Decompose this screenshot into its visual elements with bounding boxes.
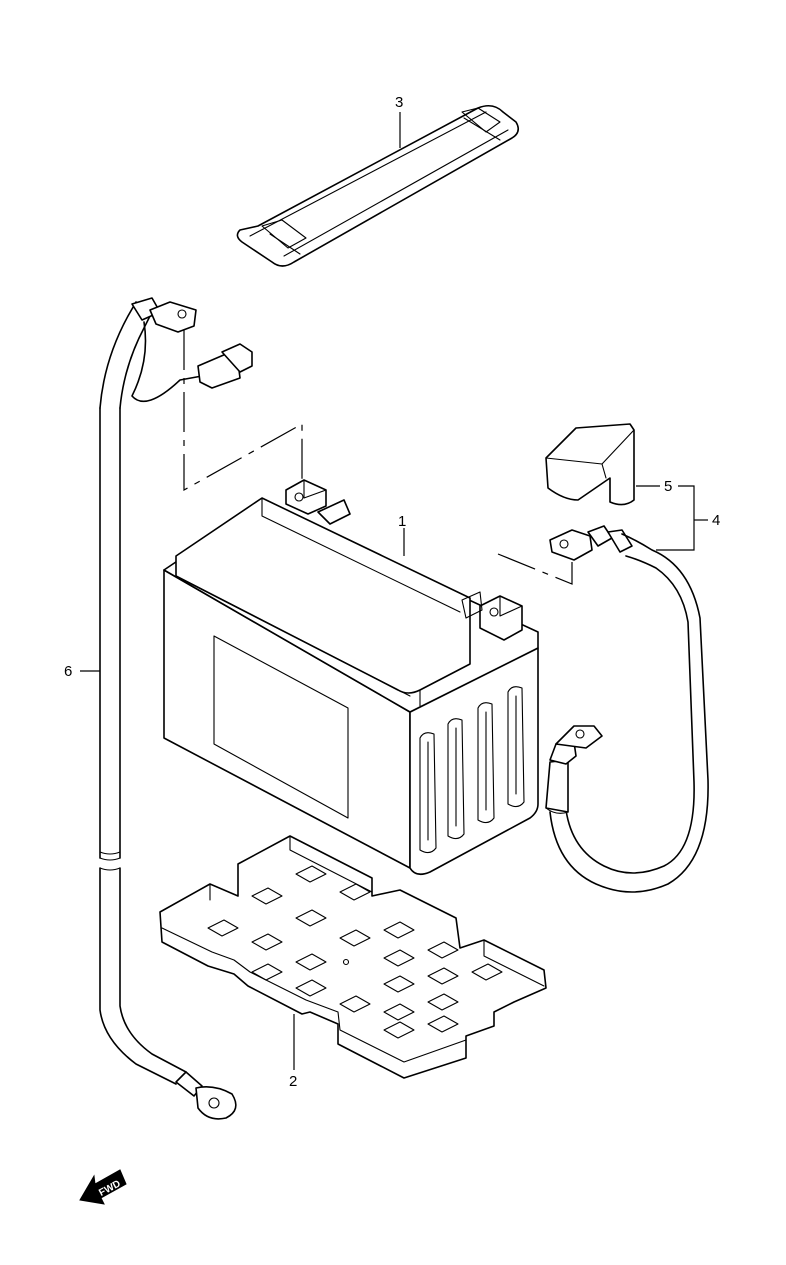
label-5: 5 [664, 478, 672, 495]
positive-lead-wire [545, 525, 709, 893]
battery [163, 479, 539, 876]
battery-band [236, 104, 520, 267]
label-2: 2 [289, 1073, 297, 1090]
terminal-cover [545, 423, 635, 506]
label-4: 4 [712, 512, 720, 529]
negative-lead-wire [99, 297, 253, 1120]
assembly-line-positive [497, 553, 573, 585]
label-1: 1 [398, 513, 406, 530]
forward-direction-arrow: FWD [79, 1169, 127, 1205]
bracket-4 [656, 485, 695, 551]
battery-tray [159, 835, 547, 1079]
assembly-line-negative [183, 330, 303, 492]
label-6: 6 [64, 663, 72, 680]
label-3: 3 [395, 94, 403, 111]
